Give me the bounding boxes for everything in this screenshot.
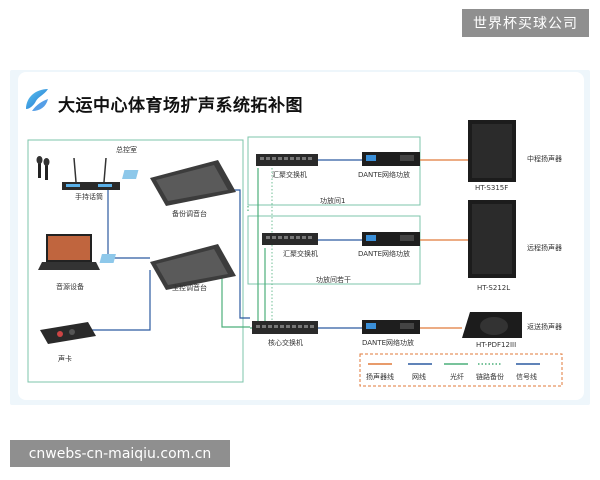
dante-amp-3-label: DANTE网络功放 [362,339,414,347]
network-link [230,189,250,319]
sound-card-icon [40,322,96,344]
handheld-mic-icon [36,156,50,180]
dante-amp-3-icon [362,320,420,334]
handheld-mic-label: 手持话筒 [75,193,103,201]
monitor-speaker-icon [462,312,522,338]
monitor-speaker-model: HT-PDF12III [476,341,517,349]
watermark-top: 世界杯买球公司 [462,9,589,37]
laptop-icon [38,234,100,270]
backup-console-label: 备份调音台 [172,210,207,218]
amp-room-1-label: 功放间1 [320,197,346,205]
legend-label-speaker: 扬声器线 [366,373,394,381]
dante-amp-2-label: DANTE网络功放 [358,250,410,258]
long-range-speaker-label: 远程扬声器 [527,244,562,252]
dante-amp-1-icon [362,152,420,166]
aggregation-switch-2-icon [262,233,318,245]
dante-amp-2-icon [362,232,420,246]
amp-room-n-box [247,215,421,285]
mid-range-speaker-icon [468,120,516,182]
mid-range-speaker-label: 中程扬声器 [527,155,562,163]
long-range-speaker-model: HT-S212L [477,284,511,292]
amp-room-1-box [247,136,421,206]
sound-card-label: 声卡 [58,355,72,363]
legend-label-backup: 链路备份 [476,373,504,381]
amp-room-n-label: 功放间若干 [316,276,351,284]
legend-label-fiber: 光纤 [450,373,464,381]
main-console-icon [99,244,236,290]
diagram-title: 大运中心体育场扩声系统拓补图 [58,96,303,116]
legend-box [359,353,563,387]
watermark-bottom: cnwebs-cn-maiqiu.com.cn [10,440,230,467]
legend-label-signal: 信号线 [516,373,537,381]
wireless-receiver-icon [62,157,120,190]
control-room-box [27,139,244,383]
network-link [72,270,151,331]
audio-source-label: 音源设备 [56,283,84,291]
core-switch-icon [252,321,318,334]
core-switch-label: 核心交换机 [268,339,303,347]
control-room-label: 总控室 [116,146,137,154]
mid-range-speaker-model: HT-S315F [475,184,509,192]
long-range-speaker-icon [468,200,516,278]
aggregation-switch-1-icon [256,154,318,166]
aggregation-switch-1-label: 汇聚交换机 [272,171,307,179]
dante-amp-1-label: DANTE网络功放 [358,171,410,179]
logo-icon [26,89,48,111]
aggregation-switch-2-label: 汇聚交换机 [283,250,318,258]
legend-label-network: 网线 [412,373,426,381]
network-link [107,188,150,259]
fiber-link [221,268,250,328]
backup-console-icon [122,160,236,206]
fiber-link [250,168,259,329]
monitor-speaker-label: 返送扬声器 [527,323,562,331]
main-console-label: 主控调音台 [172,284,207,292]
